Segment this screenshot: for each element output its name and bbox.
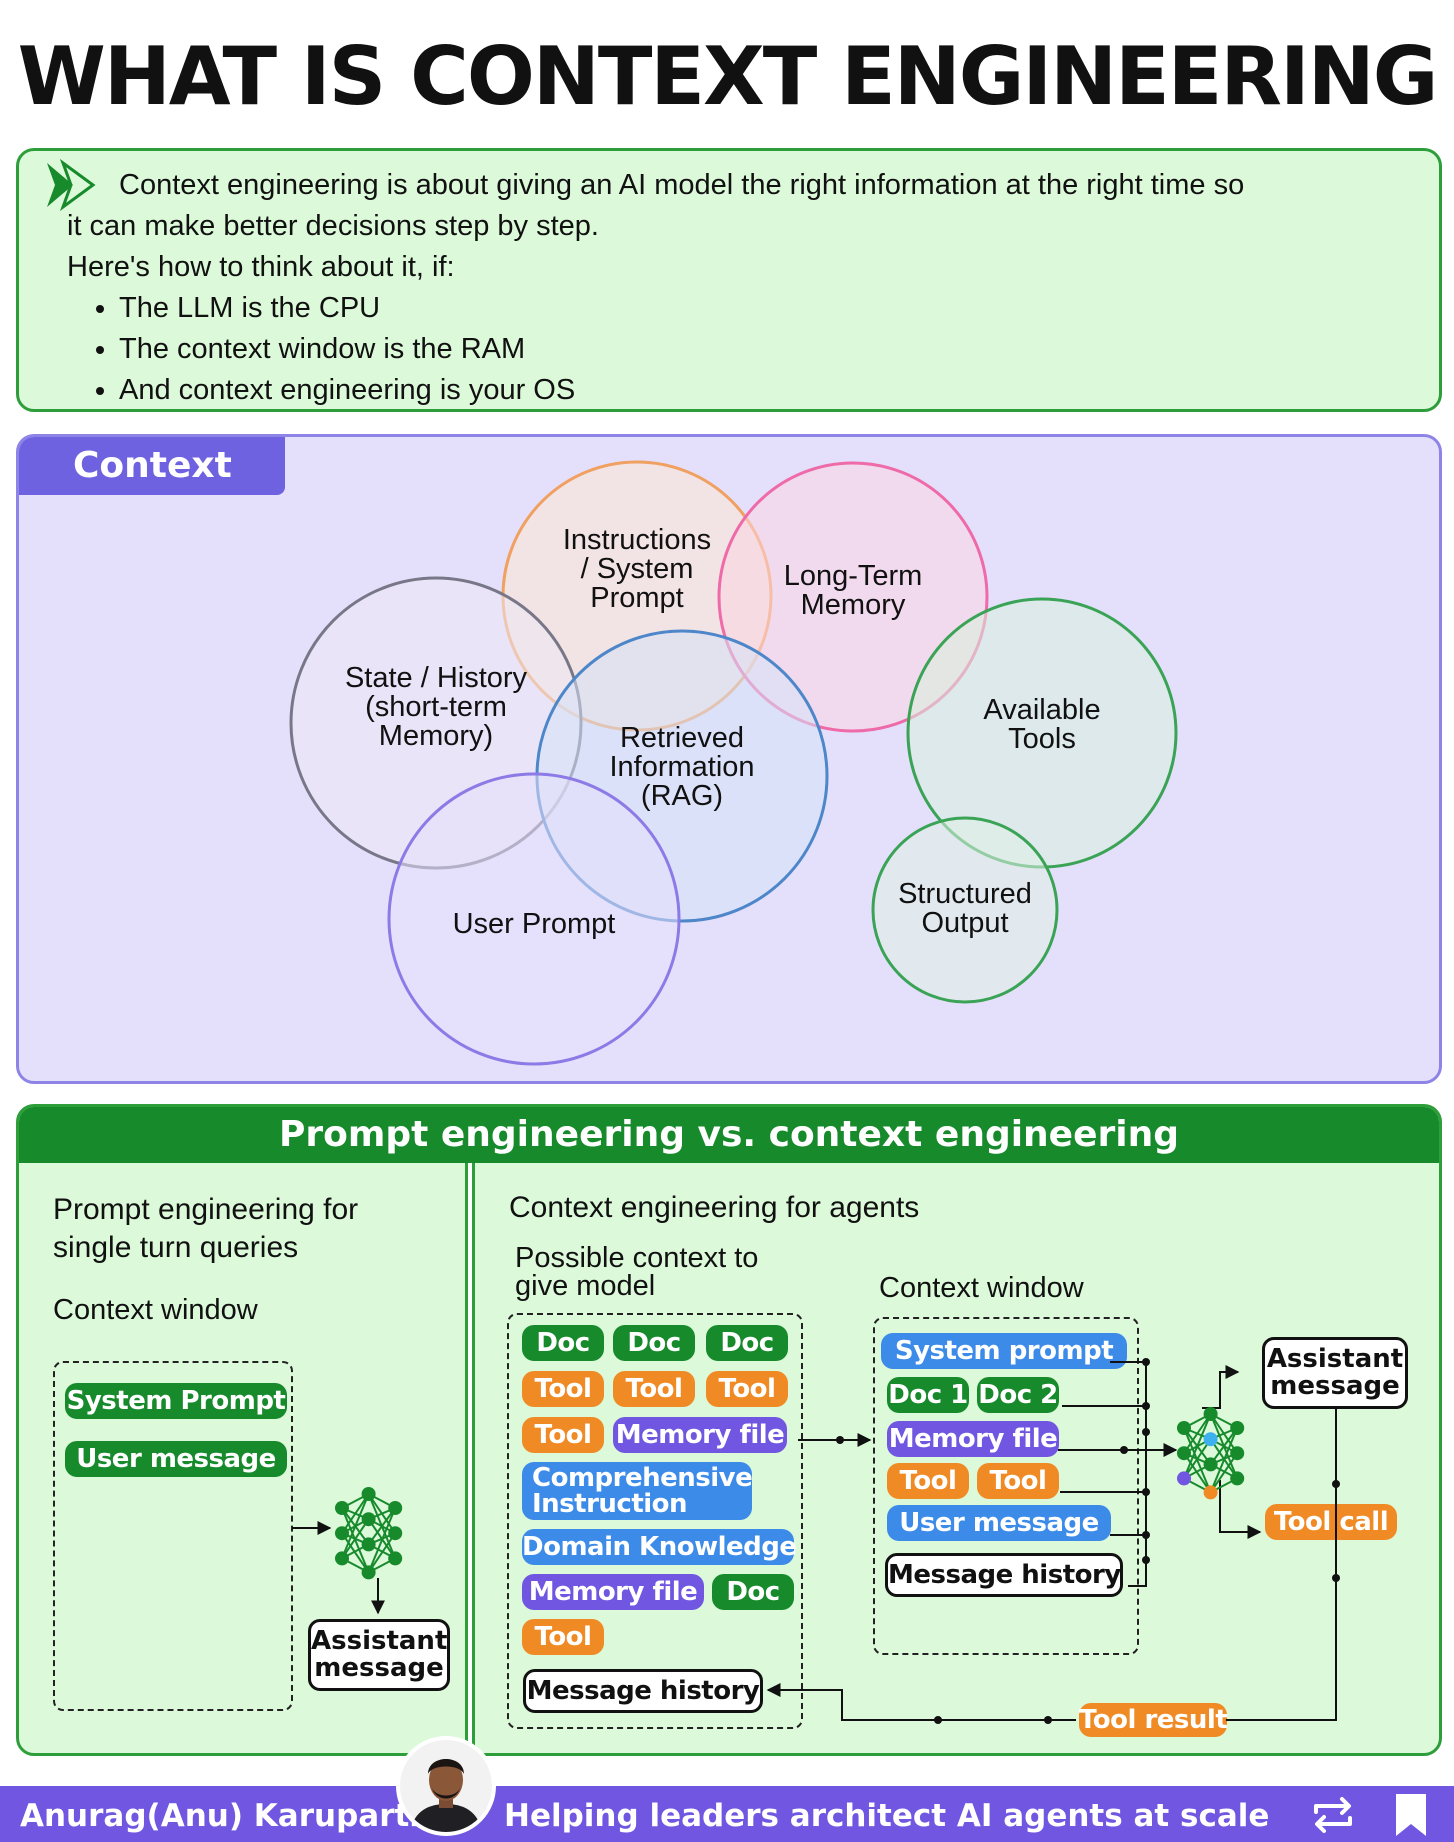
tool-call-chip: Tool call — [1265, 1504, 1397, 1540]
double-chevron-arrow-icon — [47, 159, 96, 211]
analogy-item: The context window is the RAM — [119, 329, 1399, 370]
tool-chip: Tool — [706, 1371, 788, 1407]
doc-1-chip: Doc 1 — [887, 1377, 969, 1413]
person-portrait-icon — [400, 1740, 492, 1832]
doc-chip: Doc — [522, 1325, 604, 1361]
agent-context-window-box — [873, 1317, 1139, 1655]
footer-bar: Anurag(Anu) Karuparti Helping leaders ar… — [0, 1786, 1454, 1842]
memory-file-chip: Memory file — [613, 1417, 787, 1453]
possible-context-line-1: Possible context to — [515, 1242, 759, 1274]
system-prompt-chip: System Prompt — [65, 1383, 287, 1419]
author-tagline: Helping leaders architect AI agents at s… — [504, 1798, 1270, 1834]
bookmark-icon[interactable] — [1392, 1792, 1430, 1838]
memory-file-chip: Memory file — [887, 1421, 1059, 1457]
tool-chip: Tool — [522, 1417, 604, 1453]
analogy-list: The LLM is the CPU The context window is… — [67, 288, 1399, 411]
intro-panel: Context engineering is about giving an A… — [16, 148, 1442, 412]
tool-result-chip: Tool result — [1079, 1703, 1228, 1737]
user-message-chip: User message — [65, 1441, 287, 1477]
right-title: Context engineering for agents — [509, 1191, 920, 1224]
author-name: Anurag(Anu) Karuparti — [20, 1798, 420, 1834]
structured-output-circle — [871, 816, 1059, 1004]
agent-assistant-line-1: Assistant — [1266, 1344, 1404, 1374]
pool-message-history-chip: Message history — [523, 1669, 763, 1713]
left-assistant-message-box: Assistant message — [308, 1619, 450, 1691]
left-assistant-line-2: message — [314, 1653, 444, 1683]
avatar — [396, 1736, 496, 1836]
right-context-window-label: Context window — [879, 1272, 1084, 1304]
tool-chip: Tool — [522, 1619, 604, 1655]
agent-assistant-message-box: Assistant message — [1262, 1337, 1408, 1409]
comprehensive-line-1: Comprehensive — [532, 1463, 753, 1493]
analogy-item: The LLM is the CPU — [119, 288, 1399, 329]
analogy-item: And context engineering is your OS — [119, 370, 1399, 411]
long-term-memory-circle — [717, 461, 989, 733]
tool-chip: Tool — [887, 1463, 969, 1499]
memory-file-chip: Memory file — [522, 1574, 704, 1610]
intro-line-3: Here's how to think about it, if: — [67, 251, 455, 283]
page-title: WHAT IS CONTEXT ENGINEERING — [17, 30, 1439, 123]
user-prompt-label: User Prompt — [453, 908, 616, 940]
left-context-window-label: Context window — [53, 1294, 258, 1326]
left-assistant-line-1: Assistant — [311, 1626, 448, 1656]
comparison-panel: Prompt engineering vs. context engineeri… — [16, 1104, 1442, 1756]
left-title-line-1: Prompt engineering for — [53, 1193, 359, 1226]
tool-chip: Tool — [613, 1371, 695, 1407]
doc-chip: Doc — [706, 1325, 788, 1361]
doc-chip: Doc — [712, 1574, 794, 1610]
comprehensive-instruction-chip: Comprehensive Instruction — [522, 1462, 753, 1520]
user-message-chip: User message — [887, 1505, 1111, 1541]
domain-knowledge-chip: Domain Knowledge — [522, 1529, 797, 1565]
comparison-header: Prompt engineering vs. context engineeri… — [19, 1107, 1439, 1163]
possible-context-box — [507, 1313, 803, 1729]
context-tab-label: Context — [19, 437, 285, 495]
neural-network-icon — [335, 1487, 403, 1580]
doc-chip: Doc — [613, 1325, 695, 1361]
intro-line-2: it can make better decisions step by ste… — [67, 210, 599, 242]
left-context-window-box — [53, 1361, 293, 1711]
system-prompt-chip: System prompt — [881, 1333, 1127, 1369]
intro-line-1: Context engineering is about giving an A… — [119, 169, 1245, 201]
tool-chip: Tool — [977, 1463, 1059, 1499]
window-message-history-chip: Message history — [885, 1553, 1123, 1597]
left-title-line-2: single turn queries — [53, 1231, 299, 1264]
possible-context-line-2: give model — [515, 1270, 656, 1302]
tool-chip: Tool — [522, 1371, 604, 1407]
neural-network-icon — [1177, 1407, 1245, 1500]
repost-icon[interactable] — [1310, 1794, 1356, 1836]
doc-2-chip: Doc 2 — [977, 1377, 1059, 1413]
column-divider — [465, 1163, 475, 1753]
agent-assistant-line-2: message — [1270, 1371, 1400, 1401]
user-prompt-circle — [387, 772, 681, 1066]
comprehensive-line-2: Instruction — [532, 1489, 688, 1519]
